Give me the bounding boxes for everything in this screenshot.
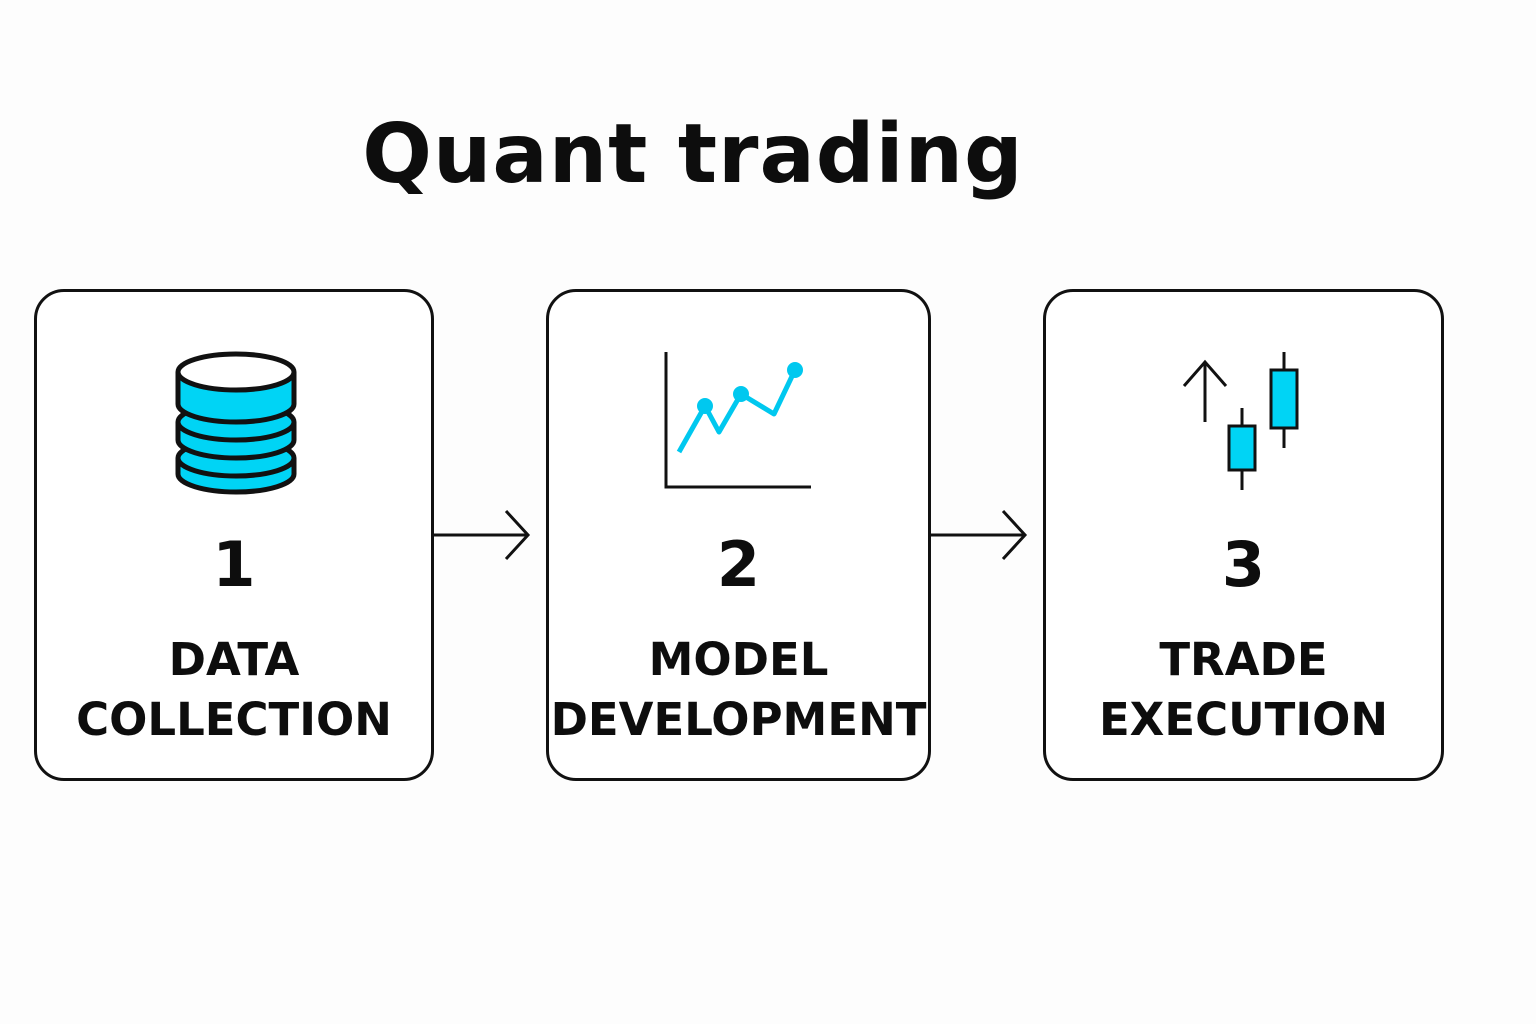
database-icon [175, 351, 297, 495]
step-card-trade-execution: 3 TRADE EXECUTION [1043, 289, 1444, 781]
step-label-line: DATA [168, 633, 300, 686]
step-label-line: MODEL [648, 633, 829, 686]
step-card-data-collection: 1 DATA COLLECTION [34, 289, 434, 781]
step-number: 1 [212, 528, 256, 601]
arrow-right-icon [434, 509, 531, 561]
step-label: MODEL DEVELOPMENT [549, 630, 928, 750]
step-label-line: TRADE [1159, 633, 1328, 686]
step-label-line: DEVELOPMENT [550, 693, 927, 746]
step-number: 3 [1221, 528, 1266, 601]
line-chart-icon [664, 352, 811, 489]
step-label: TRADE EXECUTION [1046, 630, 1441, 750]
step-number: 2 [716, 528, 761, 601]
diagram-title: Quant trading [362, 107, 1024, 202]
step-card-model-development: 2 MODEL DEVELOPMENT [546, 289, 931, 781]
arrow-right-icon [931, 509, 1028, 561]
candlestick-icon [1182, 352, 1299, 490]
step-label-line: EXECUTION [1098, 693, 1389, 746]
step-label: DATA COLLECTION [37, 630, 431, 750]
step-label-line: COLLECTION [76, 693, 392, 746]
